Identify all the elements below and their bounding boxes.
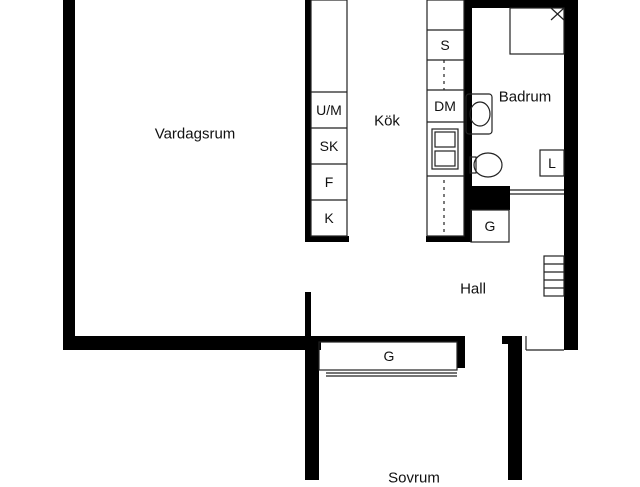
fixture-label-dm: DM xyxy=(434,98,456,114)
fixture-label-um: U/M xyxy=(316,102,342,118)
cabinet-right-column xyxy=(426,0,465,237)
wall-sovrum-left xyxy=(305,336,319,480)
wall-sovrum-right xyxy=(508,336,522,480)
wall-partition-stub xyxy=(305,292,311,342)
laundry-box xyxy=(539,149,565,177)
sovrum-wardrobe xyxy=(318,341,458,371)
wall-bathroom-bottom xyxy=(464,186,510,210)
shower xyxy=(509,7,565,55)
wall-vardagsrum-bottom xyxy=(63,336,321,350)
wall-hall-bottom-left xyxy=(305,336,465,342)
shoe-rack xyxy=(543,255,565,297)
room-label-hall: Hall xyxy=(460,280,486,298)
hall-closet xyxy=(470,209,510,243)
walls xyxy=(63,0,578,480)
wall-vardagsrum-left xyxy=(63,0,75,350)
fixture-label-f: F xyxy=(324,174,334,190)
wall-right-outer xyxy=(564,0,578,350)
kitchen-sink xyxy=(431,128,459,170)
fixture-label-k: K xyxy=(324,210,334,226)
wall-bathroom-left xyxy=(464,0,472,242)
cabinet-left-column xyxy=(310,0,348,237)
wall-kitchen-right-bottom xyxy=(426,236,470,242)
fixture-label-l: L xyxy=(548,155,556,171)
fixture-lines xyxy=(310,0,565,377)
fixture-label-g-hall: G xyxy=(484,218,496,234)
fixture-label-s: S xyxy=(440,37,450,53)
room-label-vardagsrum: Vardagsrum xyxy=(154,125,236,143)
washbasin xyxy=(465,93,493,135)
room-label-sovrum: Sovrum xyxy=(388,469,440,487)
fixture-label-g-sovrum: G xyxy=(383,348,395,364)
wall-sovrum-right-cap xyxy=(502,336,522,344)
wall-kitchen-left-bottom xyxy=(305,236,349,242)
wall-kitchen-left xyxy=(305,0,311,242)
room-label-badrum: Badrum xyxy=(498,88,552,106)
wall-wardrobe-right xyxy=(457,336,465,368)
wall-bathroom-top xyxy=(464,0,578,8)
fixture-label-sk: SK xyxy=(319,138,339,154)
toilet xyxy=(473,152,503,178)
room-label-kok: Kök xyxy=(374,112,400,130)
